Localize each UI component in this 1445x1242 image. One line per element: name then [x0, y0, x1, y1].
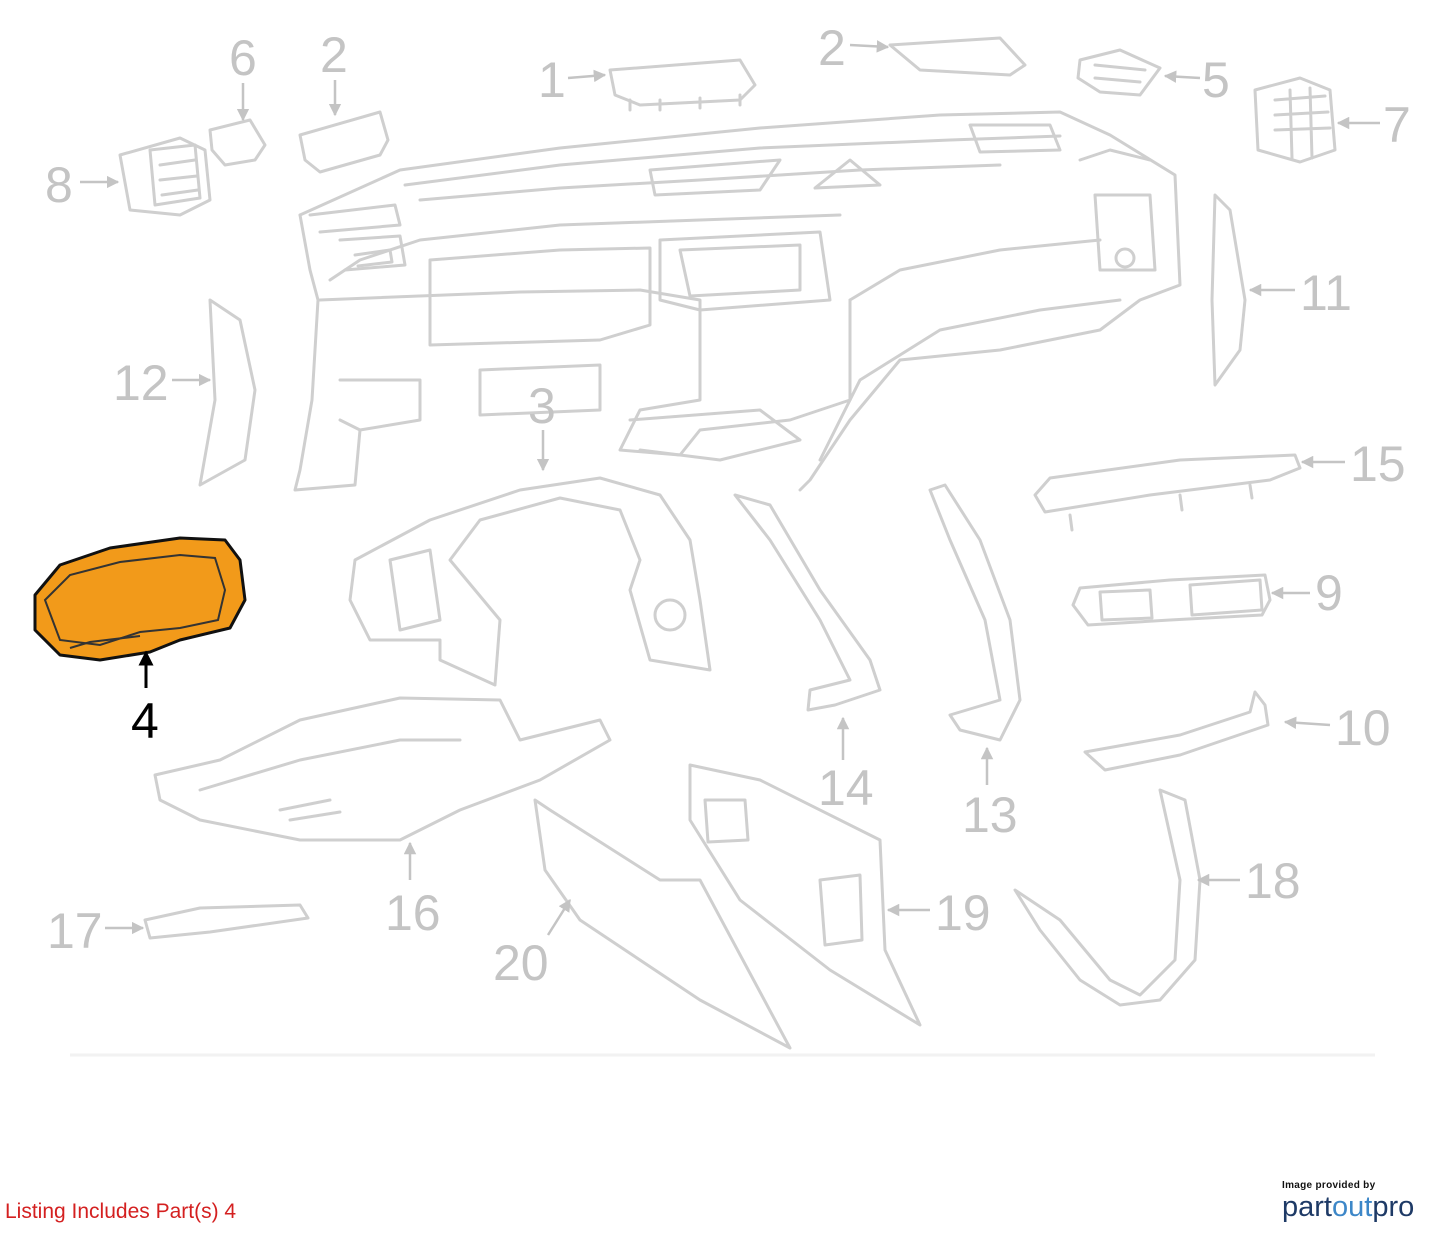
callout-3: 3 [528, 378, 556, 434]
callout-8: 8 [45, 157, 73, 213]
part-19-drawing [688, 763, 922, 1027]
part-6-drawing [208, 118, 267, 167]
part-9-drawing [1071, 573, 1272, 627]
part-14-drawing [733, 493, 882, 712]
callout-17: 17 [47, 903, 103, 959]
logo-word-out: out [1331, 1191, 1373, 1223]
callout-1: 1 [538, 52, 566, 108]
callout-2-left: 2 [320, 27, 348, 83]
part-15-drawing [1033, 453, 1302, 532]
callout-20: 20 [493, 935, 549, 991]
listing-caption: Listing Includes Part(s) 4 [5, 1200, 237, 1223]
logo-tagline: Image provided by [1282, 1180, 1376, 1191]
part-8-drawing [118, 136, 212, 217]
callout-15: 15 [1350, 436, 1406, 492]
logo-wordmark: partoutpro [1282, 1192, 1427, 1222]
callout-18: 18 [1245, 853, 1301, 909]
callout-2-top: 2 [818, 20, 846, 76]
part-4-highlighted-drawing [33, 536, 247, 662]
partoutpro-logo: Image provided by partoutpro [1282, 1180, 1427, 1222]
callout-6: 6 [229, 30, 257, 86]
dashboard-panel-drawing [293, 110, 1182, 492]
part-5-drawing [1076, 48, 1162, 97]
part-17-drawing [143, 903, 310, 940]
part-7-drawing [1253, 76, 1337, 164]
part-10-drawing [1083, 690, 1270, 772]
part-11-drawing [1210, 193, 1247, 387]
part-3-drawing [348, 476, 712, 687]
part-13-drawing [928, 483, 1022, 742]
callout-11: 11 [1300, 265, 1352, 321]
part-16-drawing [153, 696, 612, 842]
part-1-drawing [608, 58, 757, 112]
callout-14: 14 [818, 760, 874, 816]
part-2-right-drawing [888, 36, 1027, 77]
callout-16: 16 [385, 885, 441, 941]
callout-7: 7 [1383, 97, 1411, 153]
logo-word-pro: pro [1372, 1191, 1415, 1223]
part-12-drawing [198, 298, 257, 487]
callout-13: 13 [962, 787, 1018, 843]
callout-4: 4 [131, 693, 159, 749]
part-2-left-drawing [298, 110, 390, 174]
callout-12: 12 [113, 355, 169, 411]
part-18-drawing [1013, 788, 1202, 1007]
callout-5: 5 [1202, 52, 1230, 108]
callout-19: 19 [935, 885, 991, 941]
part-20-drawing [533, 798, 792, 1050]
logo-word-part: part [1282, 1191, 1332, 1223]
callout-9: 9 [1315, 565, 1343, 621]
callout-10: 10 [1335, 700, 1391, 756]
